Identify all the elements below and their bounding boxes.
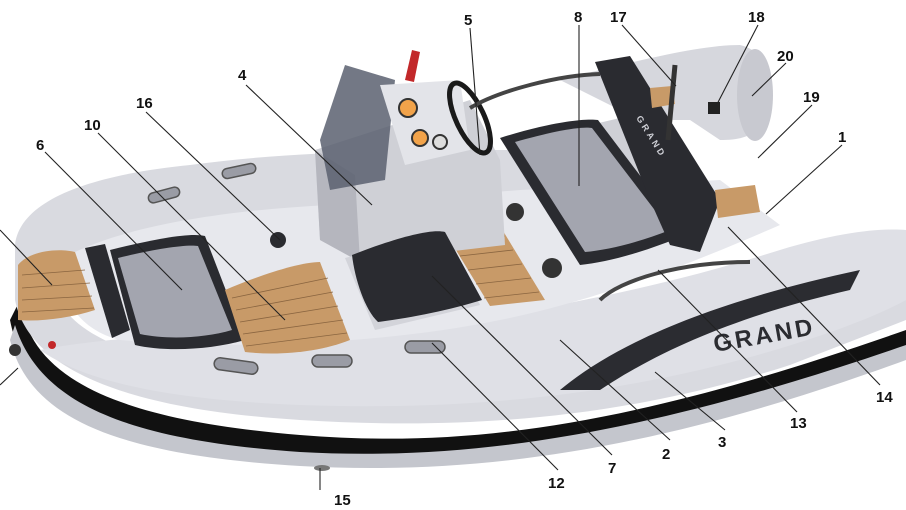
callout-1: 1 <box>838 129 846 146</box>
gauge-3 <box>432 134 448 150</box>
keel-eye <box>314 465 330 471</box>
rear-bench-cushion-top <box>515 127 670 252</box>
aft-cleat <box>708 102 720 114</box>
speaker-2 <box>542 258 562 278</box>
callout-6: 6 <box>36 137 44 154</box>
aft-step-teak <box>715 185 760 218</box>
callout-7: 7 <box>608 460 616 477</box>
callout-4: 4 <box>238 67 247 84</box>
callout-8: 8 <box>574 9 582 26</box>
nav-light <box>48 341 56 349</box>
console-seat-cushion <box>352 231 482 322</box>
bow-seat-backrest <box>85 244 130 338</box>
callout-12: 12 <box>548 475 565 492</box>
callout-17: 17 <box>610 9 627 26</box>
callout-20: 20 <box>777 48 794 65</box>
bow-seat-cushion-top <box>118 245 232 338</box>
center-teak-lines <box>231 277 348 347</box>
callout-14: 14 <box>876 389 893 406</box>
aft-pole <box>665 64 678 141</box>
boat-illustration: GRAND GRAND <box>9 45 906 471</box>
speaker-1 <box>506 203 524 221</box>
bow-teak-lines <box>21 269 95 313</box>
leader-lines <box>0 24 881 490</box>
aft-step-teak-2 <box>650 86 675 108</box>
callout-10: 10 <box>84 117 101 134</box>
callout-5: 5 <box>464 12 472 29</box>
tube-aft-end <box>737 49 773 141</box>
callout-16: 16 <box>136 95 153 112</box>
callout-13: 13 <box>790 415 807 432</box>
gauge-1 <box>398 98 418 118</box>
steering-wheel <box>447 80 493 156</box>
tube-handles <box>147 162 446 375</box>
windscreen <box>320 65 395 190</box>
grab-rail-aft <box>468 72 601 110</box>
throttle-lever <box>405 50 420 82</box>
callout-18: 18 <box>748 9 765 26</box>
bow-eye <box>9 344 21 356</box>
center-teak-floor <box>225 262 350 354</box>
callout-2: 2 <box>662 446 670 463</box>
tube-graphic <box>560 270 860 390</box>
gauge-2 <box>411 129 429 147</box>
callout-15: 15 <box>334 492 351 509</box>
callout-19: 19 <box>803 89 820 106</box>
callout-labels: 1 2 3 4 5 6 7 8 10 12 13 14 15 16 17 18 … <box>36 9 893 509</box>
cup-holder <box>270 232 286 248</box>
tube-starboard <box>40 229 906 407</box>
callout-3: 3 <box>718 434 726 451</box>
rear-bench-backrest <box>595 56 720 252</box>
grab-rail-side <box>598 260 751 302</box>
